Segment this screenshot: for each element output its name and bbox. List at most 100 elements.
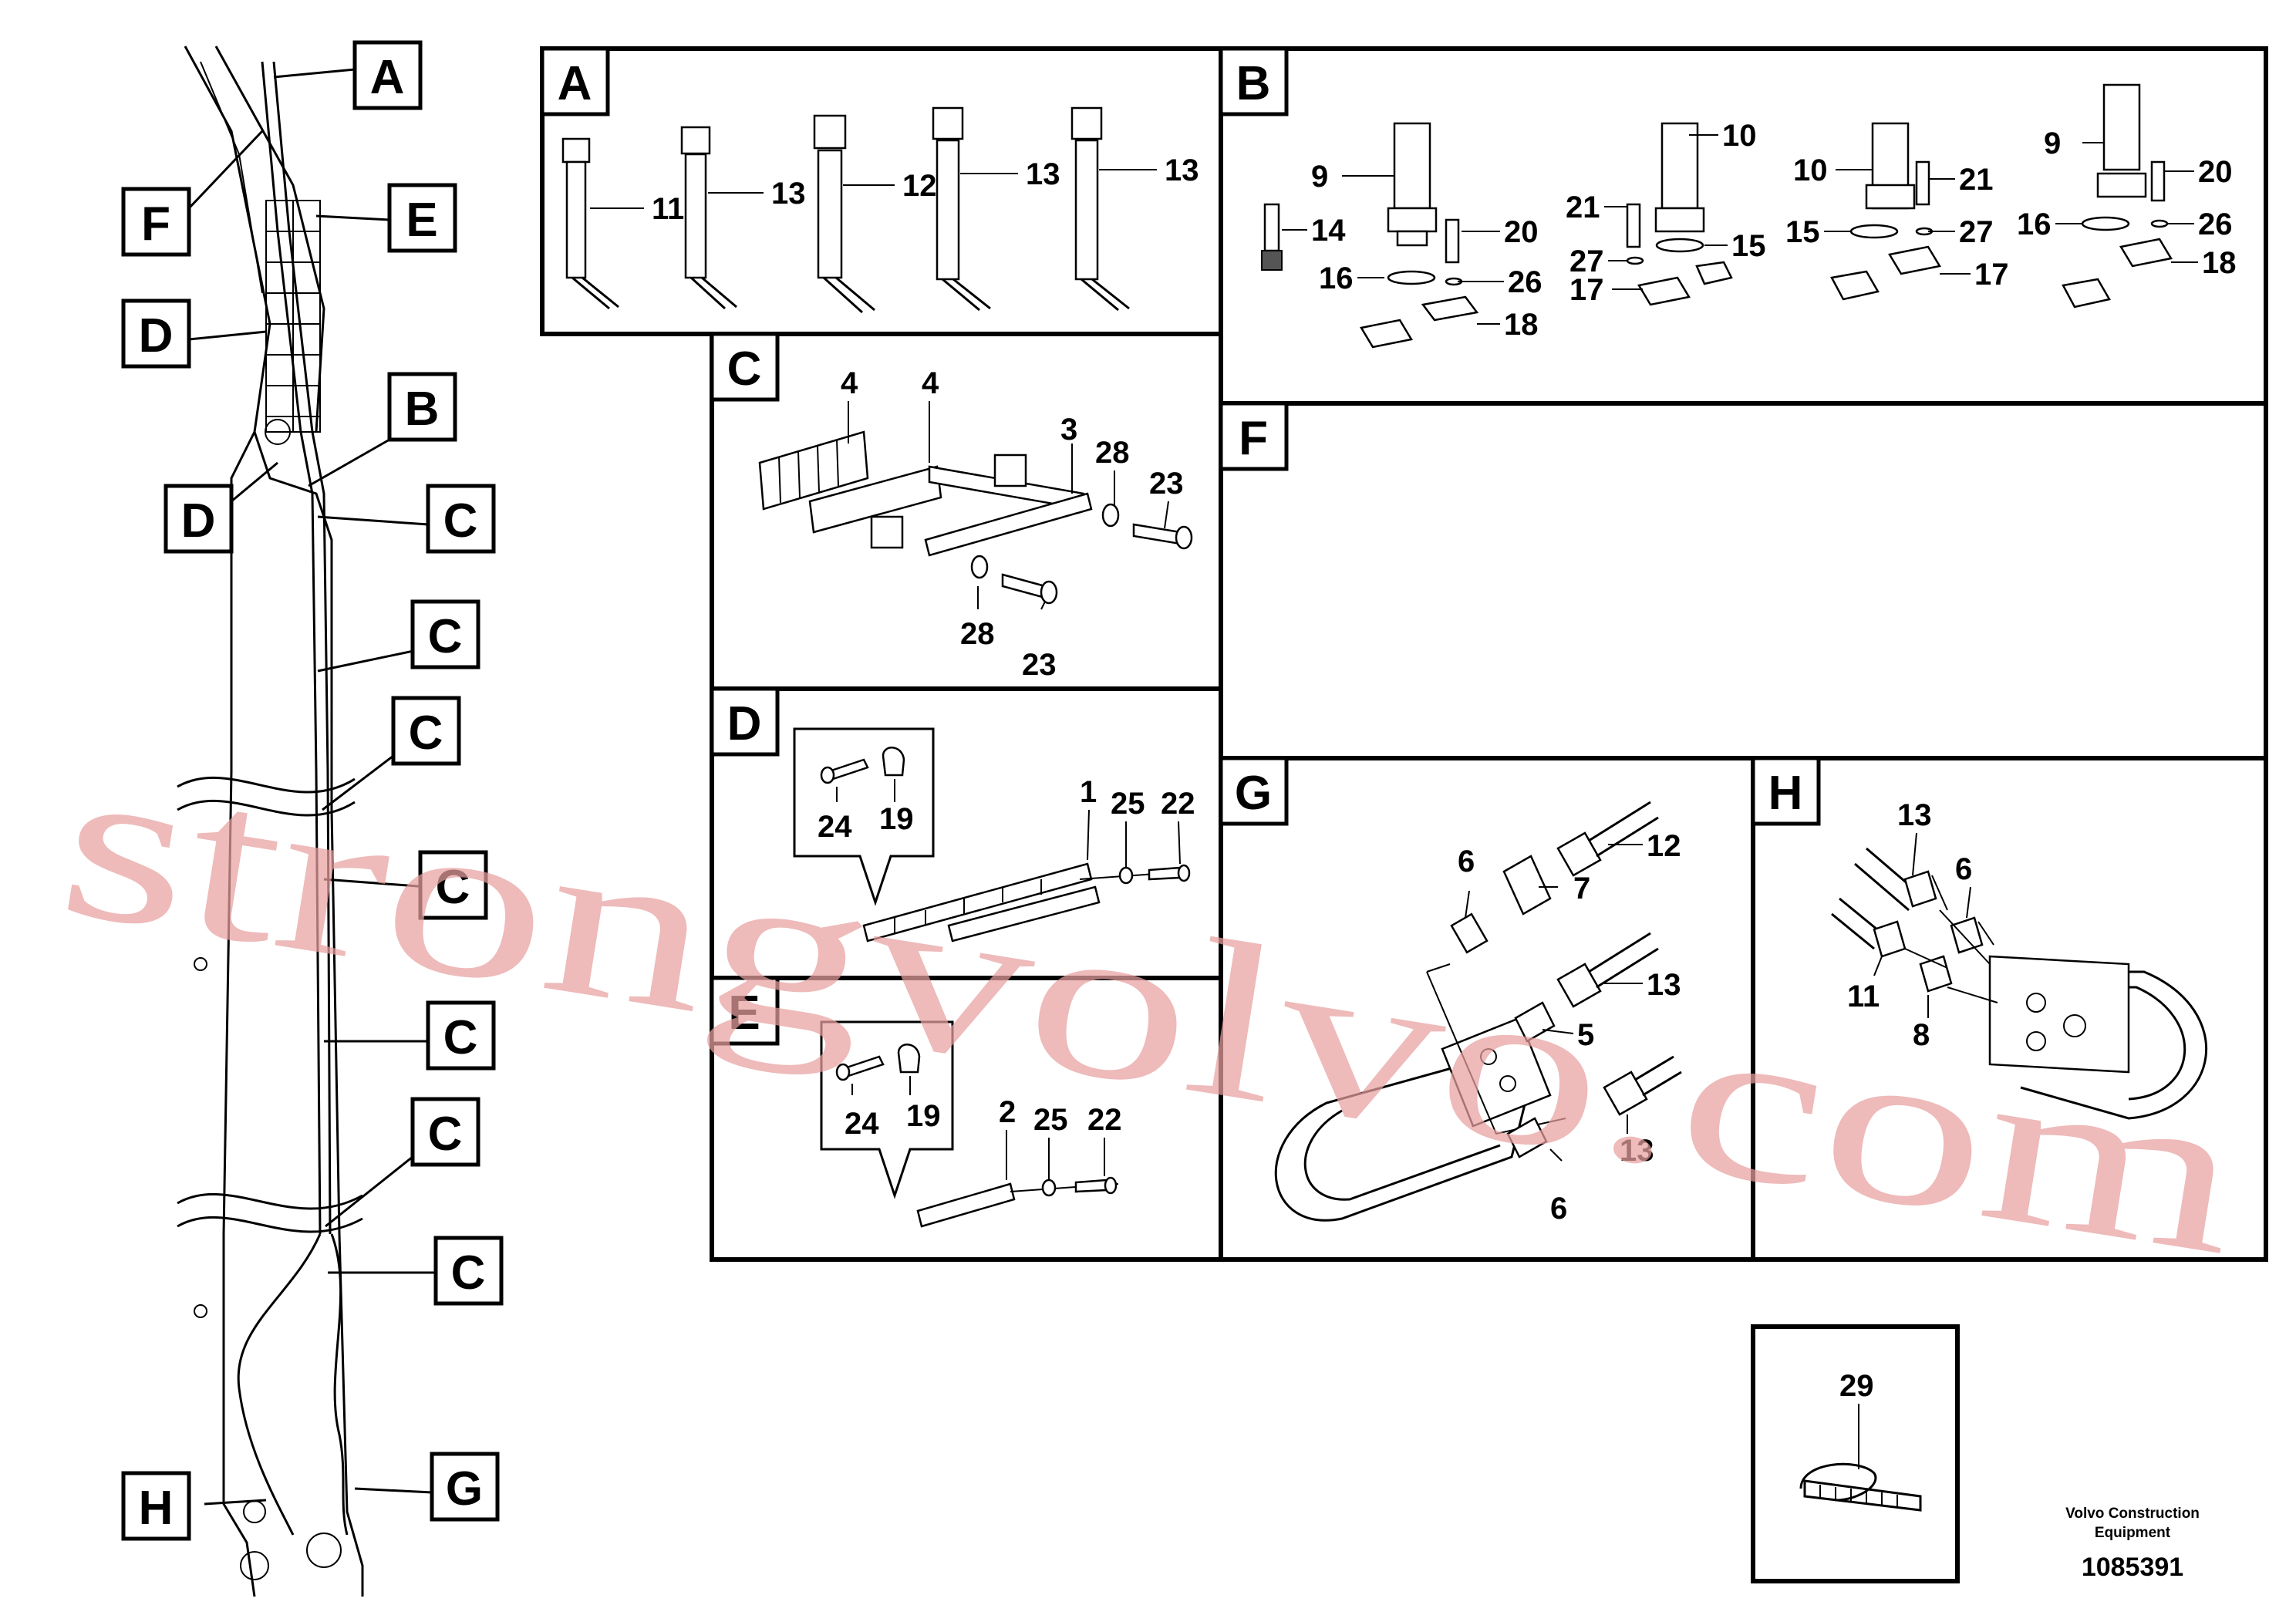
part-number: 1085391	[2082, 1553, 2183, 1582]
svg-text:22: 22	[1087, 1103, 1122, 1137]
svg-text:23: 23	[1022, 648, 1057, 682]
svg-text:2: 2	[999, 1095, 1016, 1129]
svg-text:D: D	[181, 494, 216, 548]
panel-f-frame	[1219, 401, 2268, 760]
svg-text:23: 23	[1149, 467, 1184, 501]
svg-text:8: 8	[1913, 1018, 1930, 1052]
svg-text:28: 28	[1095, 436, 1130, 470]
svg-text:12: 12	[1647, 829, 1681, 863]
svg-text:4: 4	[841, 366, 858, 400]
svg-text:C: C	[409, 706, 443, 760]
hose-11	[561, 137, 619, 310]
svg-text:26: 26	[1508, 265, 1542, 299]
callout-h: H	[121, 1471, 191, 1541]
svg-text:6: 6	[1458, 845, 1475, 878]
svg-text:13: 13	[1026, 157, 1060, 191]
svg-text:A: A	[558, 57, 592, 110]
svg-text:H: H	[139, 1482, 174, 1535]
svg-text:16: 16	[1319, 261, 1354, 295]
svg-text:15: 15	[1731, 229, 1766, 263]
svg-text:C: C	[443, 1011, 478, 1064]
svg-text:24: 24	[845, 1107, 879, 1141]
svg-text:14: 14	[1311, 214, 1346, 248]
callout-c-1: C	[426, 484, 496, 554]
callout-c-2: C	[410, 599, 480, 669]
panel-h-parts: 13 6 11 8	[1831, 798, 2208, 1120]
panel-e-parts: 24 19 2 25 22	[820, 1020, 1122, 1228]
svg-text:B: B	[405, 383, 440, 436]
svg-text:9: 9	[1311, 160, 1328, 194]
panel-b-letter: B	[1219, 46, 1289, 116]
panel-b-parts: 9 14 16 20 26 18 10 21 15 27 17 10 15 21…	[1261, 83, 2237, 349]
panel-h-frame	[1751, 756, 2268, 1262]
panel-c-letter: C	[710, 332, 780, 402]
svg-text:E: E	[728, 986, 760, 1040]
svg-text:19: 19	[906, 1099, 941, 1133]
svg-text:A: A	[370, 51, 405, 104]
credit-line-2: Equipment	[2095, 1525, 2171, 1541]
panel-a-letter: A	[540, 46, 610, 116]
svg-text:18: 18	[2202, 246, 2237, 280]
svg-text:19: 19	[879, 802, 914, 836]
svg-text:29: 29	[1839, 1369, 1874, 1403]
svg-text:27: 27	[1959, 215, 1994, 249]
svg-text:B: B	[1236, 57, 1271, 110]
svg-text:13: 13	[771, 177, 806, 211]
panel-g-letter: G	[1219, 756, 1289, 826]
panel-d-letter: D	[710, 686, 780, 757]
svg-text:24: 24	[818, 810, 852, 844]
svg-text:C: C	[428, 610, 463, 663]
panel-g-parts: 6 7 12 13 5 13 6	[1274, 801, 1682, 1226]
svg-text:11: 11	[1847, 980, 1880, 1013]
svg-text:1: 1	[1080, 775, 1097, 809]
callout-c-6: C	[410, 1097, 480, 1167]
callout-d-upper: D	[121, 298, 191, 369]
svg-text:28: 28	[960, 617, 995, 651]
svg-text:17: 17	[1569, 273, 1604, 307]
callout-f: F	[121, 187, 191, 257]
cable-tie-frame	[1751, 1324, 1960, 1583]
svg-text:H: H	[1768, 767, 1803, 820]
svg-text:18: 18	[1504, 308, 1539, 342]
hose-13c	[1070, 106, 1130, 312]
svg-text:E: E	[406, 194, 437, 247]
svg-text:13: 13	[1897, 798, 1932, 832]
svg-text:17: 17	[1974, 258, 2009, 292]
callout-b: B	[387, 372, 457, 442]
svg-text:13: 13	[1165, 153, 1199, 187]
svg-text:G: G	[1235, 767, 1272, 820]
panel-c-parts: 4 4 3 28 23 28 23	[758, 366, 1193, 682]
svg-text:20: 20	[2198, 155, 2233, 189]
svg-text:5: 5	[1577, 1018, 1594, 1052]
hose-13a	[680, 126, 737, 310]
panel-letters: A B C F D E G H	[540, 46, 1821, 1046]
svg-text:6: 6	[1955, 852, 1972, 886]
svg-text:6: 6	[1550, 1192, 1567, 1226]
panel-frames	[540, 46, 2268, 1583]
credit-line-1: Volvo Construction	[2065, 1506, 2200, 1522]
svg-text:22: 22	[1161, 787, 1195, 821]
svg-text:15: 15	[1785, 215, 1820, 249]
svg-text:13: 13	[1647, 968, 1681, 1002]
callout-c-7: C	[433, 1236, 504, 1306]
callout-a: A	[352, 40, 423, 110]
svg-text:C: C	[443, 494, 478, 548]
svg-text:D: D	[727, 697, 762, 750]
svg-text:4: 4	[922, 366, 939, 400]
svg-text:20: 20	[1504, 215, 1539, 249]
panel-d-parts: 24 19 1 25 22	[793, 727, 1195, 943]
cable-tie: 29	[1799, 1369, 1922, 1512]
callout-leaders	[187, 68, 436, 1506]
svg-text:3: 3	[1060, 413, 1077, 447]
svg-text:16: 16	[2017, 207, 2052, 241]
svg-text:21: 21	[1566, 191, 1600, 224]
callout-c-5: C	[426, 1000, 496, 1071]
svg-text:10: 10	[1793, 153, 1828, 187]
svg-text:25: 25	[1111, 787, 1145, 821]
svg-text:D: D	[139, 309, 174, 363]
callout-d-lower: D	[164, 484, 234, 554]
svg-text:9: 9	[2044, 126, 2061, 160]
svg-text:C: C	[727, 342, 762, 396]
svg-text:F: F	[141, 197, 170, 251]
